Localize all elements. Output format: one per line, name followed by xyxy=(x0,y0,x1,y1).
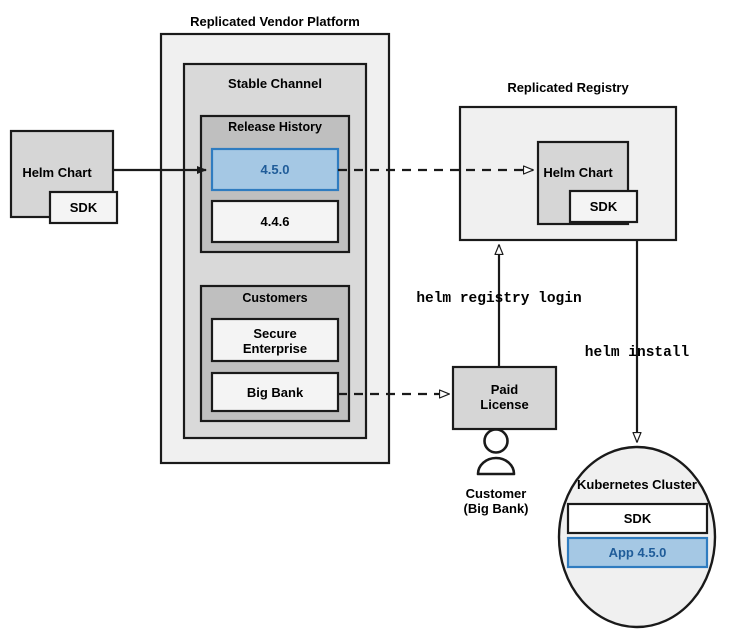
cluster-app-box[interactable] xyxy=(566,536,709,569)
cluster-sdk-box[interactable] xyxy=(566,502,709,535)
sdk-left-box[interactable] xyxy=(48,190,119,225)
customer-big-bank-box[interactable] xyxy=(210,371,340,413)
release-446-box[interactable] xyxy=(210,199,340,244)
helm-install-command: helm install xyxy=(584,345,690,361)
release-450-box[interactable] xyxy=(210,147,340,192)
person-icon xyxy=(476,428,516,476)
paid-license-box[interactable] xyxy=(451,365,558,431)
customer-secure-enterprise-box[interactable] xyxy=(210,317,340,363)
sdk-registry-box[interactable] xyxy=(568,189,639,224)
helm-registry-login-command: helm registry login xyxy=(416,291,582,307)
